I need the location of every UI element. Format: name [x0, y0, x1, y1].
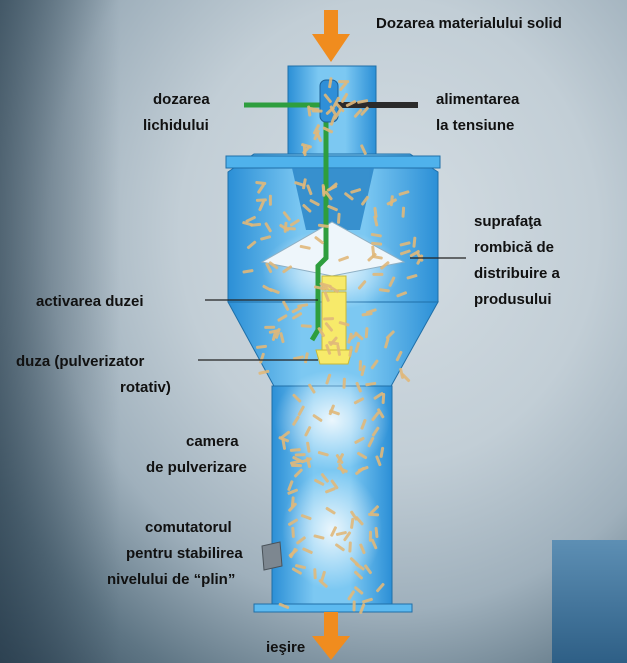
label-nozzle-activation: activarea duzei — [36, 293, 144, 310]
particle — [369, 531, 372, 542]
label-chamber-2: de pulverizare — [146, 459, 247, 476]
particle — [359, 360, 362, 371]
particle — [348, 541, 352, 552]
label-surface-2: rombică de — [474, 239, 554, 256]
label-surface-1: suprafaţa — [474, 213, 542, 230]
particle — [256, 198, 267, 202]
particle — [342, 378, 346, 389]
input-arrow — [312, 10, 350, 62]
label-surface-4: produsului — [474, 291, 552, 308]
label-switch-2: pentru stabilirea — [126, 545, 243, 562]
label-switch-1: comutatorul — [145, 519, 232, 536]
particle — [264, 326, 275, 329]
particle — [313, 568, 317, 579]
inner-funnel — [292, 168, 374, 230]
particle — [372, 273, 383, 276]
label-nozzle-2: rotativ) — [120, 379, 171, 396]
particle — [338, 80, 349, 83]
label-chamber-1: camera — [186, 433, 239, 450]
particle — [269, 195, 272, 206]
label-power-2: la tensiune — [436, 117, 514, 134]
output-arrow — [312, 612, 350, 660]
particle — [295, 453, 306, 456]
label-liquid-dosing-2: lichidului — [143, 117, 209, 134]
particle — [353, 600, 356, 611]
particle — [368, 513, 379, 517]
level-switch — [262, 542, 282, 570]
label-switch-3: nivelului de “plin” — [107, 571, 235, 588]
particle — [323, 317, 334, 321]
label-nozzle-1: duza (pulverizator — [16, 353, 145, 370]
label-solid-dosing: Dozarea materialului solid — [376, 15, 562, 32]
label-surface-3: distribuire a — [474, 265, 561, 282]
label-liquid-dosing-1: dozarea — [153, 91, 210, 108]
label-output: ieşire — [266, 639, 305, 656]
label-power-1: alimentarea — [436, 91, 520, 108]
